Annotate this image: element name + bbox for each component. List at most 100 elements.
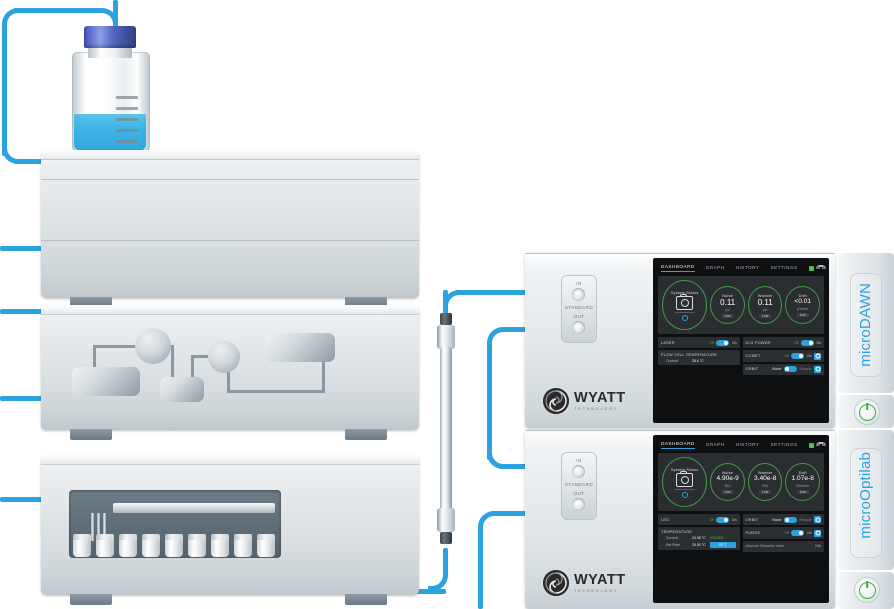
tube-corner-a <box>98 8 118 28</box>
optilab-drift-gauge: Drift 1.07e-8 RIU/min Low <box>785 463 820 501</box>
dawn-system-status-gauge[interactable]: System Status <box>662 280 708 330</box>
optilab-status-title: System Status <box>670 466 699 472</box>
wifi-icon <box>816 441 826 448</box>
dawn-port-in[interactable] <box>572 288 585 301</box>
dawn-dls-toggle[interactable] <box>800 339 814 346</box>
microdawn-label: microDAWN <box>857 283 874 367</box>
dawn-port-panel[interactable]: IN STANDARD OUT <box>561 275 597 343</box>
dawn-drift-gauge: Drift <0.01 µV/min Low <box>785 286 820 324</box>
optilab-purge-settings-icon[interactable] <box>814 529 821 537</box>
optilab-tab-history[interactable]: HISTORY <box>735 441 760 447</box>
dawn-orbit-settings-icon[interactable] <box>814 365 821 373</box>
optilab-port-out[interactable] <box>572 498 585 511</box>
wyatt-swirl-icon <box>543 388 569 414</box>
microdawn-power-button[interactable] <box>854 399 880 425</box>
optilab-port-in-label: IN <box>576 458 582 463</box>
wyatt-swirl-icon <box>543 570 569 596</box>
pump-module[interactable] <box>41 150 419 429</box>
optilab-orbit-toggle[interactable] <box>783 516 797 523</box>
optilab-status-indicator <box>808 442 814 448</box>
dawn-status-dot <box>681 314 688 321</box>
camera-icon[interactable] <box>676 293 694 310</box>
dawn-laser-toggle[interactable] <box>716 339 730 346</box>
optilab-brand-name: WYATT <box>574 571 626 588</box>
dawn-dls-power-row[interactable]: DLS POWER Off On <box>742 337 824 349</box>
camera-icon[interactable] <box>676 470 694 487</box>
tube-to-dawn-in <box>455 290 577 295</box>
flow-path-module[interactable] <box>41 305 419 430</box>
sampler-foot-left <box>70 594 112 605</box>
flow-foot-left <box>70 429 112 440</box>
microdawn-side-panel: microDAWN <box>838 253 894 393</box>
dawn-tab-settings[interactable]: SETTINGS <box>770 264 798 270</box>
tube-corner-g <box>487 449 507 469</box>
optilab-port-standard-label: STANDARD <box>564 482 594 487</box>
optilab-tab-dashboard[interactable]: DASHBOARD <box>661 441 695 449</box>
dawn-flow-cell-temp: FLOW CELL TEMPERATURE Current 28.6 °C <box>658 350 740 366</box>
dawn-laser-row[interactable]: LASER Off On <box>658 337 740 349</box>
tube-left-run-1 <box>2 26 7 156</box>
flow-block-1 <box>72 367 140 396</box>
dawn-port-out[interactable] <box>572 321 585 334</box>
dawn-orbit-toggle[interactable] <box>783 366 797 373</box>
optilab-wander-gauge: Wander 3.40e-8 RIU Low <box>747 463 783 501</box>
dawn-gauge-panel: System Status Noise 0.11 µV Low W <box>658 276 824 334</box>
detector-microdawn[interactable]: IN STANDARD OUT WYATT TECHNOLOGY <box>525 253 835 428</box>
tube-sampler-in <box>0 497 44 502</box>
dawn-touchscreen[interactable]: DASHBOARD GRAPH HISTORY SETTINGS <box>653 258 829 423</box>
autosampler-needle-2 <box>97 513 100 545</box>
tube-to-column-bottom <box>443 548 448 576</box>
flow-block-3 <box>265 333 335 362</box>
optilab-purge-toggle[interactable] <box>791 530 805 537</box>
optilab-orbit-row[interactable]: ORBIT Waste Recycle <box>742 514 824 526</box>
pump-foot-left <box>70 297 112 308</box>
dawn-orbit-row[interactable]: ORBIT Waste Recycle <box>742 363 824 376</box>
dawn-brand-sub: TECHNOLOGY <box>574 407 619 412</box>
tube-flow-out <box>0 396 44 401</box>
optilab-port-panel[interactable]: IN STANDARD OUT <box>561 452 597 520</box>
autosampler-needle-1 <box>91 513 94 541</box>
dawn-comet-row[interactable]: COMET Off On <box>742 350 824 362</box>
autosampler-needle-3 <box>103 513 106 541</box>
tube-corner-d <box>428 571 448 591</box>
autosampler-module[interactable] <box>41 455 419 595</box>
dawn-comet-settings-icon[interactable] <box>814 352 821 360</box>
optilab-ari-row: Absolute Refractive Index N/A <box>742 540 824 553</box>
optilab-led-toggle[interactable] <box>716 516 730 523</box>
dawn-tab-history[interactable]: HISTORY <box>735 264 760 270</box>
optilab-set-button[interactable]: SET <box>709 541 736 548</box>
dawn-port-standard-label: STANDARD <box>564 305 594 310</box>
flow-foot-right <box>345 429 387 440</box>
flow-block-2 <box>160 377 204 402</box>
pump-foot-right <box>345 297 387 308</box>
sampler-foot-right <box>345 594 387 605</box>
tube-corner-f <box>487 327 507 347</box>
optilab-purge-row[interactable]: PURGE Off On <box>742 527 824 539</box>
microoptilab-power-button[interactable] <box>854 577 880 603</box>
microoptilab-label: microOptilab <box>857 452 874 539</box>
dawn-tab-graph[interactable]: GRAPH <box>705 264 725 270</box>
optilab-orbit-settings-icon[interactable] <box>814 516 821 524</box>
dawn-comet-toggle[interactable] <box>791 353 805 360</box>
optilab-wyatt-logo: WYATT TECHNOLOGY <box>543 570 626 596</box>
dawn-status-indicator <box>808 265 814 271</box>
tube-corner-b <box>2 8 22 28</box>
detector-microoptilab[interactable]: IN STANDARD OUT WYATT TECHNOLOGY <box>525 430 835 609</box>
dawn-wander-gauge: Wander 0.11 µV Low <box>747 286 783 324</box>
dawn-tab-dashboard[interactable]: DASHBOARD <box>661 264 695 272</box>
dawn-port-out-label: OUT <box>573 314 585 319</box>
wifi-icon <box>816 264 826 271</box>
optilab-system-status-gauge[interactable]: System Status <box>662 457 708 507</box>
tube-flow-in <box>0 309 44 314</box>
optilab-tab-graph[interactable]: GRAPH <box>705 441 725 447</box>
optilab-port-in[interactable] <box>572 465 585 478</box>
optilab-touchscreen[interactable]: DASHBOARD GRAPH HISTORY SETTINGS <box>653 435 829 603</box>
optilab-tabbar[interactable]: DASHBOARD GRAPH HISTORY SETTINGS <box>658 439 826 453</box>
dawn-wyatt-logo: WYATT TECHNOLOGY <box>543 388 626 414</box>
dawn-tabbar[interactable]: DASHBOARD GRAPH HISTORY SETTINGS <box>658 262 826 276</box>
optilab-led-row[interactable]: LED Off On <box>658 514 740 526</box>
dawn-noise-gauge: Noise 0.11 µV Low <box>710 286 745 324</box>
optilab-tab-settings[interactable]: SETTINGS <box>770 441 798 447</box>
optilab-brand-sub: TECHNOLOGY <box>574 589 619 594</box>
